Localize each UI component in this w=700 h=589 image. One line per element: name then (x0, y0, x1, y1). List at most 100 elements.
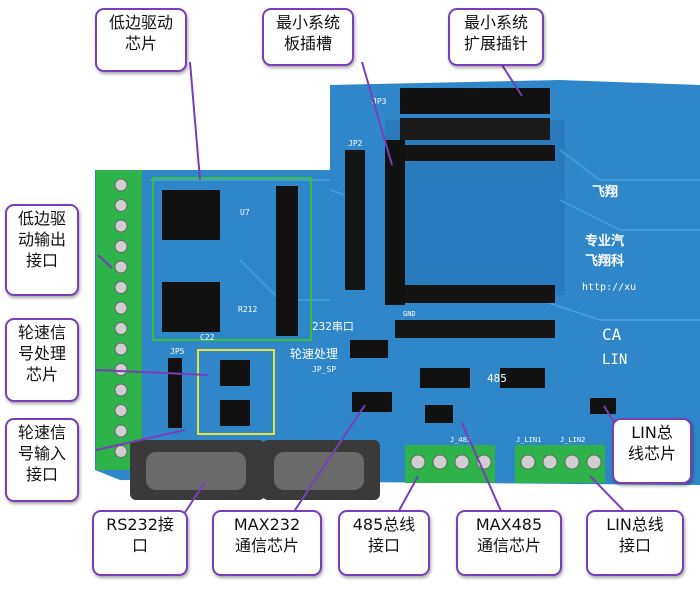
silk-pin-gnd: GND (570, 491, 586, 501)
terminal-screw (114, 178, 128, 192)
callout-line: 芯片 (124, 34, 157, 53)
driver-green-frame (152, 177, 312, 341)
callout-line: 号输入 (17, 444, 66, 463)
silk-r212: R212 (238, 305, 257, 314)
driver-chip-1 (162, 190, 220, 240)
max485-chip (425, 405, 453, 423)
callout-line: 线芯片 (627, 444, 676, 463)
terminal-screw (454, 454, 470, 470)
terminal-screw (114, 260, 128, 274)
terminal-screws-bottom (410, 454, 602, 470)
jumper-header-3 (350, 340, 388, 358)
wheel-chip-2 (220, 400, 250, 426)
callout-line: 485总线 (352, 515, 416, 534)
callout-line: 最小系统 (275, 13, 340, 32)
terminal-screw (114, 240, 128, 253)
callout-min-system-slot: 最小系统 板插槽 (262, 8, 354, 66)
terminal-screw (114, 445, 128, 458)
silk-u7: U7 (240, 208, 250, 217)
callout-wheel-speed-input: 轮速信 号输入 接口 (5, 418, 79, 502)
callout-line: 动输出 (17, 230, 66, 249)
callout-line: 通信芯片 (234, 536, 299, 555)
callout-line: 接口 (618, 536, 651, 555)
callout-line: 低边驱动 (108, 13, 173, 32)
lin-chip (590, 398, 616, 414)
terminal-screw (432, 454, 448, 470)
silk-gnd-row: GND (403, 310, 416, 318)
expansion-pin-header (400, 88, 550, 140)
wheel-yellow-frame (197, 349, 275, 435)
callout-line: LIN总 (631, 423, 673, 442)
silk-pin-b2: B (478, 491, 483, 501)
terminal-screw (564, 454, 580, 470)
silk-fx3: 飞翔科 (585, 253, 624, 269)
callout-line: 轮速信 (17, 423, 66, 442)
silk-jlin1: J_LIN1 (516, 436, 541, 444)
silk-lin: LIN (602, 352, 627, 368)
socket-row-top (405, 145, 555, 161)
silk-jp3: JP3 (372, 97, 387, 106)
terminal-screw (114, 199, 128, 212)
silk-url: http://xu (582, 282, 636, 293)
max232-chip (352, 392, 392, 412)
callout-line: 接口 (367, 536, 400, 555)
wheel-pin-header (168, 358, 182, 428)
callout-line: 口 (131, 536, 148, 555)
wheel-chip-1 (220, 360, 250, 386)
system-board-slot-2 (345, 150, 365, 290)
silk-fx2: 专业汽 (585, 233, 624, 249)
system-board-slot (385, 140, 405, 305)
callout-min-system-header: 最小系统 扩展插针 (448, 8, 544, 66)
callout-line: 最小系统 (463, 13, 528, 32)
jumper-header-1 (420, 368, 470, 388)
silk-p232: 232串口 (312, 320, 354, 333)
terminal-screw (114, 404, 128, 417)
silk-pin-a2: A (455, 491, 461, 501)
callout-lin-chip: LIN总 线芯片 (612, 418, 692, 484)
silk-fx1: 飞翔 (592, 184, 618, 200)
silk-c22: C22 (200, 333, 215, 342)
callout-line: 板插槽 (283, 34, 332, 53)
silk-wheel: 轮速处理 (290, 347, 338, 361)
callout-max485-chip: MAX485 通信芯片 (456, 510, 562, 576)
callout-line: RS232接 (106, 515, 174, 534)
callout-lin-port: LIN总线 接口 (586, 510, 684, 576)
terminal-screw (114, 219, 128, 233)
callout-line: 扩展插针 (463, 34, 528, 53)
callout-line: 接口 (25, 465, 58, 484)
driver-chip-2 (162, 282, 220, 332)
terminal-screw (520, 454, 536, 470)
callout-rs485-port: 485总线 接口 (338, 510, 430, 576)
callout-line: LIN总线 (606, 515, 664, 534)
callout-low-side-output: 低边驱 动输出 接口 (5, 204, 79, 296)
silk-pin-lin: LIN (548, 491, 564, 501)
silk-jp2: JP2 (348, 139, 363, 148)
callout-line: 号处理 (17, 344, 66, 363)
terminal-screw (586, 454, 602, 470)
silk-jlin2: J_LIN2 (560, 436, 585, 444)
terminal-screw (114, 301, 128, 315)
silk-jpsp: JP_SP (312, 365, 336, 374)
silk-pin-a: A (414, 491, 420, 501)
silk-pin-b: B (432, 491, 437, 501)
terminal-screws (114, 178, 128, 458)
callout-line: 芯片 (25, 365, 58, 384)
terminal-screw (114, 342, 128, 356)
terminal-screw (114, 383, 128, 397)
callout-low-side-driver-chip: 低边驱动 芯片 (95, 8, 187, 72)
terminal-screw (542, 454, 558, 470)
leader-lines (95, 61, 629, 526)
pin-row-bottom (395, 320, 555, 338)
callout-line: 通信芯片 (476, 536, 541, 555)
db9-connector-1 (130, 440, 265, 500)
callout-max232-chip: MAX232 通信芯片 (212, 510, 322, 576)
silk-ca: CA (602, 325, 622, 344)
callout-line: MAX485 (475, 515, 543, 534)
silk-485: 485 (487, 372, 507, 385)
terminal-screw (114, 363, 128, 376)
terminal-screw (114, 322, 128, 335)
jumper-header-2 (500, 368, 545, 388)
silk-jp5: JP5 (170, 347, 185, 356)
